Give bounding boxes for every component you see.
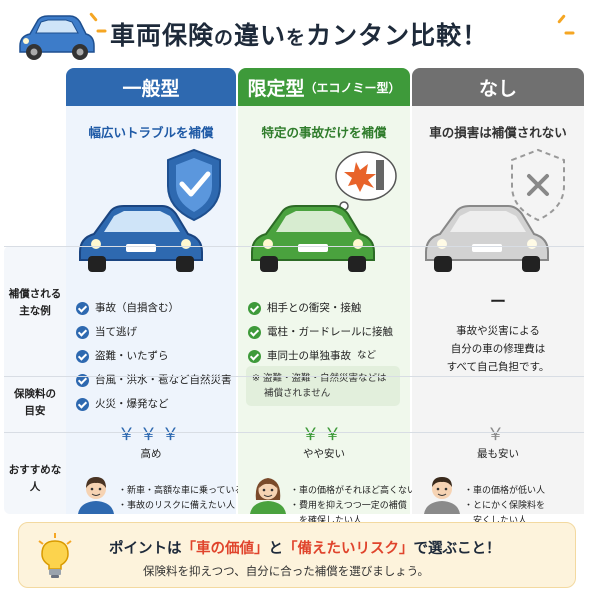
car-with-shield-illustration: [79, 148, 221, 272]
recommend-list: ・車の価格がそれほど高くない人 ・費用を抑えつつ一定の補償 を確保したい人: [290, 484, 425, 529]
point-headline: ポイントは「車の価値」と「備えたいリスク」で選ぶこと！: [109, 541, 501, 557]
list-item: 盗難・いたずら: [76, 344, 232, 368]
price-label: 高め: [140, 448, 162, 460]
header: 車両保険の違いをカンタン比較！: [0, 0, 600, 70]
check-icon: [248, 301, 261, 315]
row-label-price: 保険料の 目安: [14, 388, 56, 417]
coverage-list: 相手との衝突・接触 電柱・ガードレールに接触 車同士の単独事故など: [248, 296, 393, 368]
column-header-general: 一般型: [66, 68, 236, 106]
price-label: 最も安い: [477, 448, 519, 460]
row-label-column: [4, 246, 66, 514]
page-title: 車両保険の違いをカンタン比較！: [110, 21, 489, 50]
tagline: 幅広いトラブルを補償: [88, 125, 214, 140]
person-icon: [78, 477, 114, 514]
row-label-coverage: 補償される 主な例: [8, 288, 62, 317]
comparison-table: 一般型 限定型（エコノミー型） なし 幅広いトラブルを補償 事故（自損含む） 当…: [4, 68, 594, 526]
list-item: 当て逃げ: [76, 320, 232, 344]
column-none: 車の損害は補償されない ー 事故や災害による 自分の車の修理費は すべて自己負担…: [412, 106, 584, 526]
tagline: 車の損害は補償されない: [429, 125, 567, 140]
person-icon: [424, 477, 460, 514]
spark-icon: [96, 29, 107, 33]
check-icon: [248, 349, 261, 363]
spark-icon: [564, 31, 575, 35]
recommend-list: ・新車・高額な車に乗っている人 ・事故のリスクに備えたい人: [118, 484, 253, 514]
list-item: 台風・洪水・雹など自然災害: [76, 368, 232, 392]
point-subtext: 保険料を抑えつつ、自分に合った補償を選びましょう。: [143, 564, 430, 578]
row-divider: [4, 432, 584, 433]
column-header-none: なし: [412, 68, 584, 106]
person-icon: [250, 478, 286, 514]
price-symbol: ￥￥￥: [118, 425, 184, 445]
row-divider: [4, 246, 584, 247]
no-coverage-description: ー 事故や災害による 自分の車の修理費は すべて自己負担です。: [446, 292, 550, 373]
price-symbol: ￥: [487, 425, 509, 445]
car-icon: [19, 15, 95, 60]
list-item: ・新車・高額な車に乗っている人: [118, 486, 253, 496]
list-item: を確保したい人: [290, 516, 363, 526]
list-item: ・とにかく保険料を: [464, 501, 546, 511]
list-item: ・事故のリスクに備えたい人: [118, 501, 236, 511]
check-icon: [76, 397, 89, 411]
column-general: 幅広いトラブルを補償 事故（自損含む） 当て逃げ 盗難・いたずら 台風・洪水・雹…: [66, 106, 253, 514]
price-symbol: ￥￥: [302, 425, 346, 445]
list-item: 事故（自損含む）: [76, 296, 232, 320]
list-item: 火災・爆発など: [76, 392, 232, 416]
car-no-coverage-illustration: [425, 148, 565, 272]
list-item: 車同士の単独事故など: [248, 344, 393, 368]
list-item: ・車の価格が低い人: [464, 486, 546, 496]
tagline: 特定の事故だけを補償: [261, 125, 387, 140]
check-icon: [76, 301, 89, 315]
check-icon: [76, 325, 89, 339]
recommend-list: ・車の価格が低い人 ・とにかく保険料を 安くしたい人: [464, 484, 545, 529]
row-label-recommend: おすすめな人: [8, 464, 62, 493]
point-box: ポイントは「車の価値」と「備えたいリスク」で選ぶこと！ 保険料を抑えつつ、自分に…: [18, 522, 576, 588]
list-item: ・車の価格がそれほど高くない人: [290, 486, 426, 496]
list-item: 安くしたい人: [464, 516, 528, 526]
car-with-collision-illustration: [251, 151, 397, 272]
row-divider: [4, 376, 584, 377]
check-icon: [76, 349, 89, 363]
list-item: 相手との衝突・接触: [248, 296, 393, 320]
list-item: ・費用を抑えつつ一定の補償: [290, 501, 407, 511]
column-header-limited: 限定型（エコノミー型）: [238, 68, 410, 106]
lightbulb-icon: [38, 533, 72, 578]
column-limited: 特定の事故だけを補償 相手との衝突・接触 電柱・ガードレールに接触 車同士の単独…: [238, 106, 425, 526]
exclusion-note: ※ 盗難・盗難・自然災害などは 補償されません: [246, 366, 400, 406]
spark-icon: [557, 14, 566, 24]
price-label: やや安い: [303, 448, 345, 460]
list-item: 電柱・ガードレールに接触: [248, 320, 393, 344]
coverage-list: 事故（自損含む） 当て逃げ 盗難・いたずら 台風・洪水・雹など自然災害 火災・爆…: [76, 296, 232, 416]
check-icon: [248, 325, 261, 339]
